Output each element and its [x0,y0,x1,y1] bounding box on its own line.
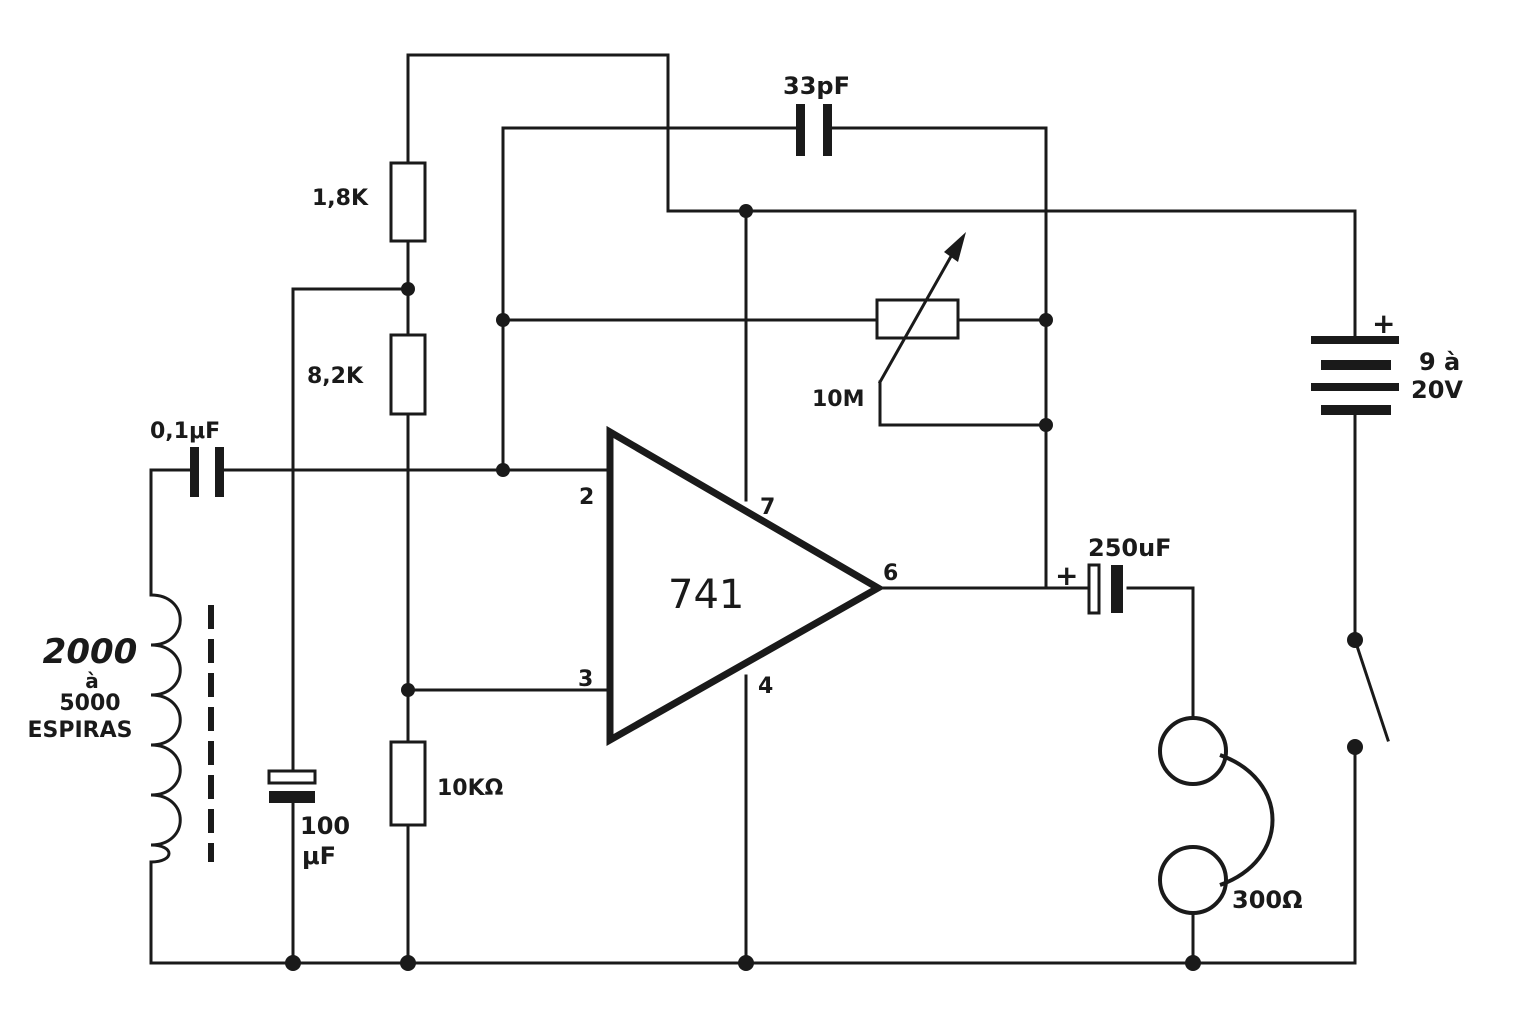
resistor-8-2k [389,333,427,416]
resistor-1-8k [389,161,427,243]
potentiometer-10m [875,298,960,340]
label-pin-2: 2 [579,485,594,510]
capacitor-100uf [267,769,317,803]
label-opamp-741: 741 [668,572,744,618]
capacitor-33pf [796,104,832,156]
label-coil-turns-max: 5000 [59,691,120,716]
label-battery-voltage-max: 20V [1411,376,1463,404]
pot-arrow-head [944,232,966,262]
label-r-1-8k: 1,8K [312,186,369,211]
label-pin-4: 4 [758,674,773,699]
label-coil-espiras: ESPIRAS [28,718,133,743]
label-battery-voltage-min: 9 à [1419,348,1460,376]
inductor-coil [149,593,182,864]
opamp-741 [606,425,886,747]
label-battery-plus: + [1372,307,1395,340]
battery [1311,336,1399,415]
label-c-33pf: 33pF [783,72,850,100]
capacitor-250uf [1087,563,1123,615]
switch [1353,638,1390,742]
label-r-8-2k: 8,2K [307,364,364,389]
junctions [285,204,1363,971]
label-c-250uf-plus: + [1055,559,1078,592]
label-r-10k: 10KΩ [437,776,504,801]
label-pin-7: 7 [760,495,775,520]
label-c-100uf-unit: μF [302,842,336,870]
label-c-100uf-value: 100 [300,812,350,840]
label-headphone-300: 300Ω [1232,886,1303,914]
capacitor-0-1uf [190,447,224,497]
label-coil-a: à [85,669,99,693]
wire-top-supply [406,53,1357,213]
headphone [1158,716,1275,915]
label-pin-3: 3 [578,667,593,692]
wire-bias-cap [291,287,410,772]
resistor-10k [389,740,427,827]
wire-fb-right [831,126,1048,590]
label-coil-turns-min: 2000 [43,632,138,672]
label-pot-10m: 10M [812,387,865,412]
wire-coil-top [149,468,192,597]
label-c-0-1uf: 0,1μF [150,419,220,444]
label-c-250uf: 250uF [1088,534,1172,562]
wire-pot-wiper [878,380,1048,427]
wire-out-headphone [1126,586,1195,722]
pot-arrow-shaft [877,241,961,385]
wire-fb-left [501,126,798,472]
label-pin-6: 6 [883,561,898,586]
